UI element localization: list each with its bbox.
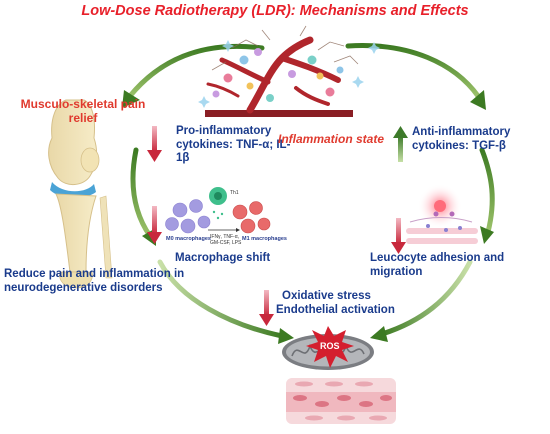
ros-burst — [306, 326, 354, 368]
mitochondrion-illustration — [282, 326, 374, 370]
label-endothelial-activation: Endothelial activation — [276, 304, 395, 316]
cycle-arrows — [122, 43, 495, 344]
diagram-title: Low-Dose Radiotherapy (LDR): Mechanisms … — [81, 3, 469, 19]
arrowhead-bottom-left — [278, 328, 294, 344]
arc-right — [479, 147, 495, 235]
arrowhead-top-left — [122, 90, 140, 108]
label-oxidative-stress: Oxidative stress — [282, 290, 371, 302]
label-pro-inflammatory: Pro-inflammatory cytokines: TNF-α; IL-1β — [176, 125, 291, 164]
arc-bottom-left — [157, 259, 285, 339]
macrophage-th1-label: Th1 — [230, 190, 239, 196]
m1-label: M1 macrophages — [242, 236, 287, 242]
label-pain-relief: Musculo-skeletal pain relief — [20, 97, 146, 125]
macrophage-stimuli-label: IFNγ, TNF-α, GM-CSF, LPS — [210, 234, 242, 246]
label-leucocyte: Leucocyte adhesion and migration — [370, 252, 505, 278]
arrowhead-bottom-right — [370, 326, 388, 342]
m0-label: M0 macrophages — [166, 236, 211, 242]
arc-top-right — [345, 43, 481, 99]
label-anti-inflammatory: Anti-inflammatory cytokines: TGF-β — [412, 126, 511, 152]
increase-arrow — [393, 126, 408, 162]
inflamed-vessel-illustration — [198, 25, 380, 117]
vessel-strip-illustration — [286, 378, 396, 424]
arrowhead-right — [480, 226, 494, 244]
arc-bottom-right — [379, 259, 473, 337]
endothelium-illustration — [406, 184, 478, 244]
knee-illustration — [48, 99, 113, 289]
arrowhead-top-right — [470, 90, 486, 110]
decrease-arrows — [147, 126, 406, 326]
label-inflammation-state: Inflammation state — [278, 132, 385, 146]
arc-top-left — [127, 43, 265, 99]
ros-label: ROS — [320, 341, 340, 351]
arc-left — [130, 147, 153, 239]
label-neurodegenerative: Reduce pain and inflammation in neurodeg… — [4, 268, 185, 294]
label-macrophage-shift: Macrophage shift — [175, 252, 271, 264]
macrophage-panel — [165, 187, 271, 234]
